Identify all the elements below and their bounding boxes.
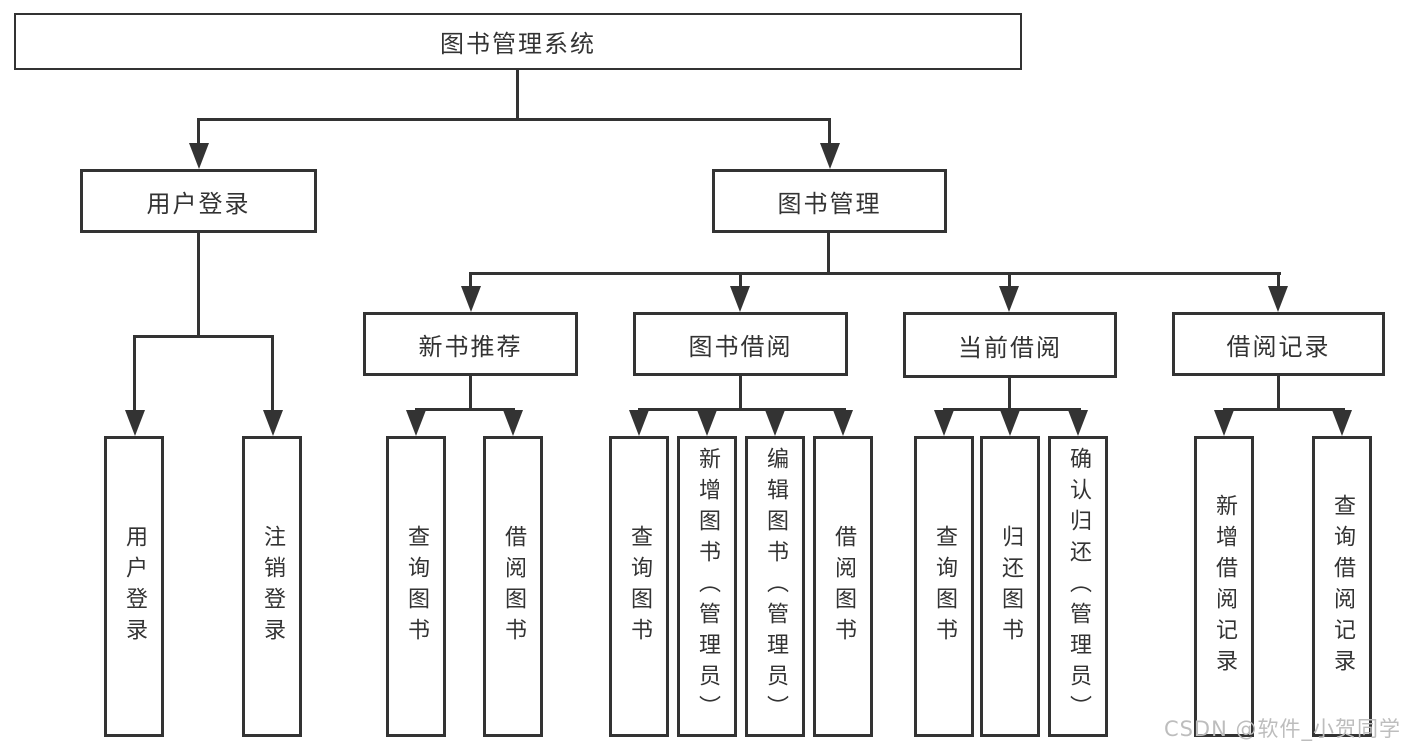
connector-line — [1277, 376, 1280, 410]
connector-line — [1008, 378, 1011, 410]
connector-line — [516, 70, 519, 119]
connector-line — [943, 408, 1081, 411]
arrowhead-icon — [697, 410, 717, 436]
leaf-logout: 注销登录 — [242, 436, 302, 737]
leaf-borrow-books-recommend: 借阅图书 — [483, 436, 543, 737]
connector-line — [469, 272, 472, 288]
connector-line — [1277, 272, 1280, 288]
connector-line — [133, 335, 274, 338]
leaf-add-books-admin-label: 新增图书（管理员） — [695, 447, 720, 726]
node-new-book-recommend-label: 新书推荐 — [418, 332, 523, 361]
leaf-query-borrow-record-label: 查询借阅记录 — [1330, 493, 1355, 680]
leaf-query-books-borrow: 查询图书 — [609, 436, 669, 737]
connector-line — [827, 233, 830, 274]
leaf-user-login-label: 用户登录 — [122, 524, 147, 649]
connector-line — [1223, 408, 1345, 411]
leaf-edit-books-admin-label: 编辑图书（管理员） — [763, 447, 788, 726]
leaf-add-borrow-record-label: 新增借阅记录 — [1212, 493, 1237, 680]
node-user-login: 用户登录 — [80, 169, 317, 233]
node-borrow-records: 借阅记录 — [1172, 312, 1385, 376]
leaf-user-login: 用户登录 — [104, 436, 164, 737]
node-user-login-label: 用户登录 — [146, 189, 251, 218]
node-new-book-recommend: 新书推荐 — [363, 312, 578, 376]
connector-line — [197, 118, 200, 151]
arrowhead-icon — [1214, 410, 1234, 436]
csdn-watermark: CSDN @软件_小贺同学 — [1163, 717, 1401, 741]
arrowhead-icon — [406, 410, 426, 436]
connector-line — [133, 335, 136, 412]
node-root: 图书管理系统 — [14, 13, 1022, 70]
arrowhead-icon — [934, 410, 954, 436]
leaf-query-books-current-label: 查询图书 — [932, 524, 957, 649]
leaf-query-books-recommend-label: 查询图书 — [404, 524, 429, 649]
arrowhead-icon — [503, 410, 523, 436]
arrowhead-icon — [833, 410, 853, 436]
connector-line — [739, 272, 742, 288]
leaf-add-books-admin: 新增图书（管理员） — [677, 436, 737, 737]
connector-line — [638, 408, 846, 411]
leaf-borrow-books-recommend-label: 借阅图书 — [501, 524, 526, 649]
leaf-confirm-return-admin: 确认归还（管理员） — [1048, 436, 1108, 737]
node-borrow-records-label: 借阅记录 — [1226, 332, 1331, 361]
connector-line — [469, 376, 472, 410]
node-book-management: 图书管理 — [712, 169, 947, 233]
connector-line — [1008, 272, 1011, 288]
connector-line — [469, 272, 1281, 275]
leaf-logout-label: 注销登录 — [260, 524, 285, 649]
arrowhead-icon — [125, 410, 145, 436]
arrowhead-icon — [1332, 410, 1352, 436]
arrowhead-icon — [263, 410, 283, 436]
leaf-return-books-label: 归还图书 — [998, 524, 1023, 649]
node-book-borrow: 图书借阅 — [633, 312, 848, 376]
leaf-return-books: 归还图书 — [980, 436, 1040, 737]
node-current-borrow-label: 当前借阅 — [958, 333, 1062, 362]
node-book-borrow-label: 图书借阅 — [688, 332, 793, 361]
arrowhead-icon — [1000, 410, 1020, 436]
leaf-add-borrow-record: 新增借阅记录 — [1194, 436, 1254, 737]
connector-line — [828, 118, 831, 151]
arrowhead-icon — [999, 286, 1019, 312]
arrowhead-icon — [629, 410, 649, 436]
leaf-query-borrow-record: 查询借阅记录 — [1312, 436, 1372, 737]
leaf-query-books-borrow-label: 查询图书 — [627, 524, 652, 649]
arrowhead-icon — [820, 143, 840, 169]
node-current-borrow: 当前借阅 — [903, 312, 1117, 378]
arrowhead-icon — [461, 286, 481, 312]
connector-line — [197, 233, 200, 337]
leaf-borrow-books-label: 借阅图书 — [831, 524, 856, 649]
arrowhead-icon — [730, 286, 750, 312]
leaf-confirm-return-admin-label: 确认归还（管理员） — [1066, 447, 1091, 726]
arrowhead-icon — [1068, 410, 1088, 436]
connector-line — [271, 335, 274, 412]
arrowhead-icon — [765, 410, 785, 436]
leaf-edit-books-admin: 编辑图书（管理员） — [745, 436, 805, 737]
connector-line — [197, 118, 831, 121]
leaf-query-books-current: 查询图书 — [914, 436, 974, 737]
connector-line — [415, 408, 515, 411]
connector-line — [739, 376, 742, 410]
node-root-label: 图书管理系统 — [440, 30, 596, 58]
leaf-borrow-books: 借阅图书 — [813, 436, 873, 737]
arrowhead-icon — [1268, 286, 1288, 312]
arrowhead-icon — [189, 143, 209, 169]
node-book-management-label: 图书管理 — [777, 189, 882, 218]
leaf-query-books-recommend: 查询图书 — [386, 436, 446, 737]
